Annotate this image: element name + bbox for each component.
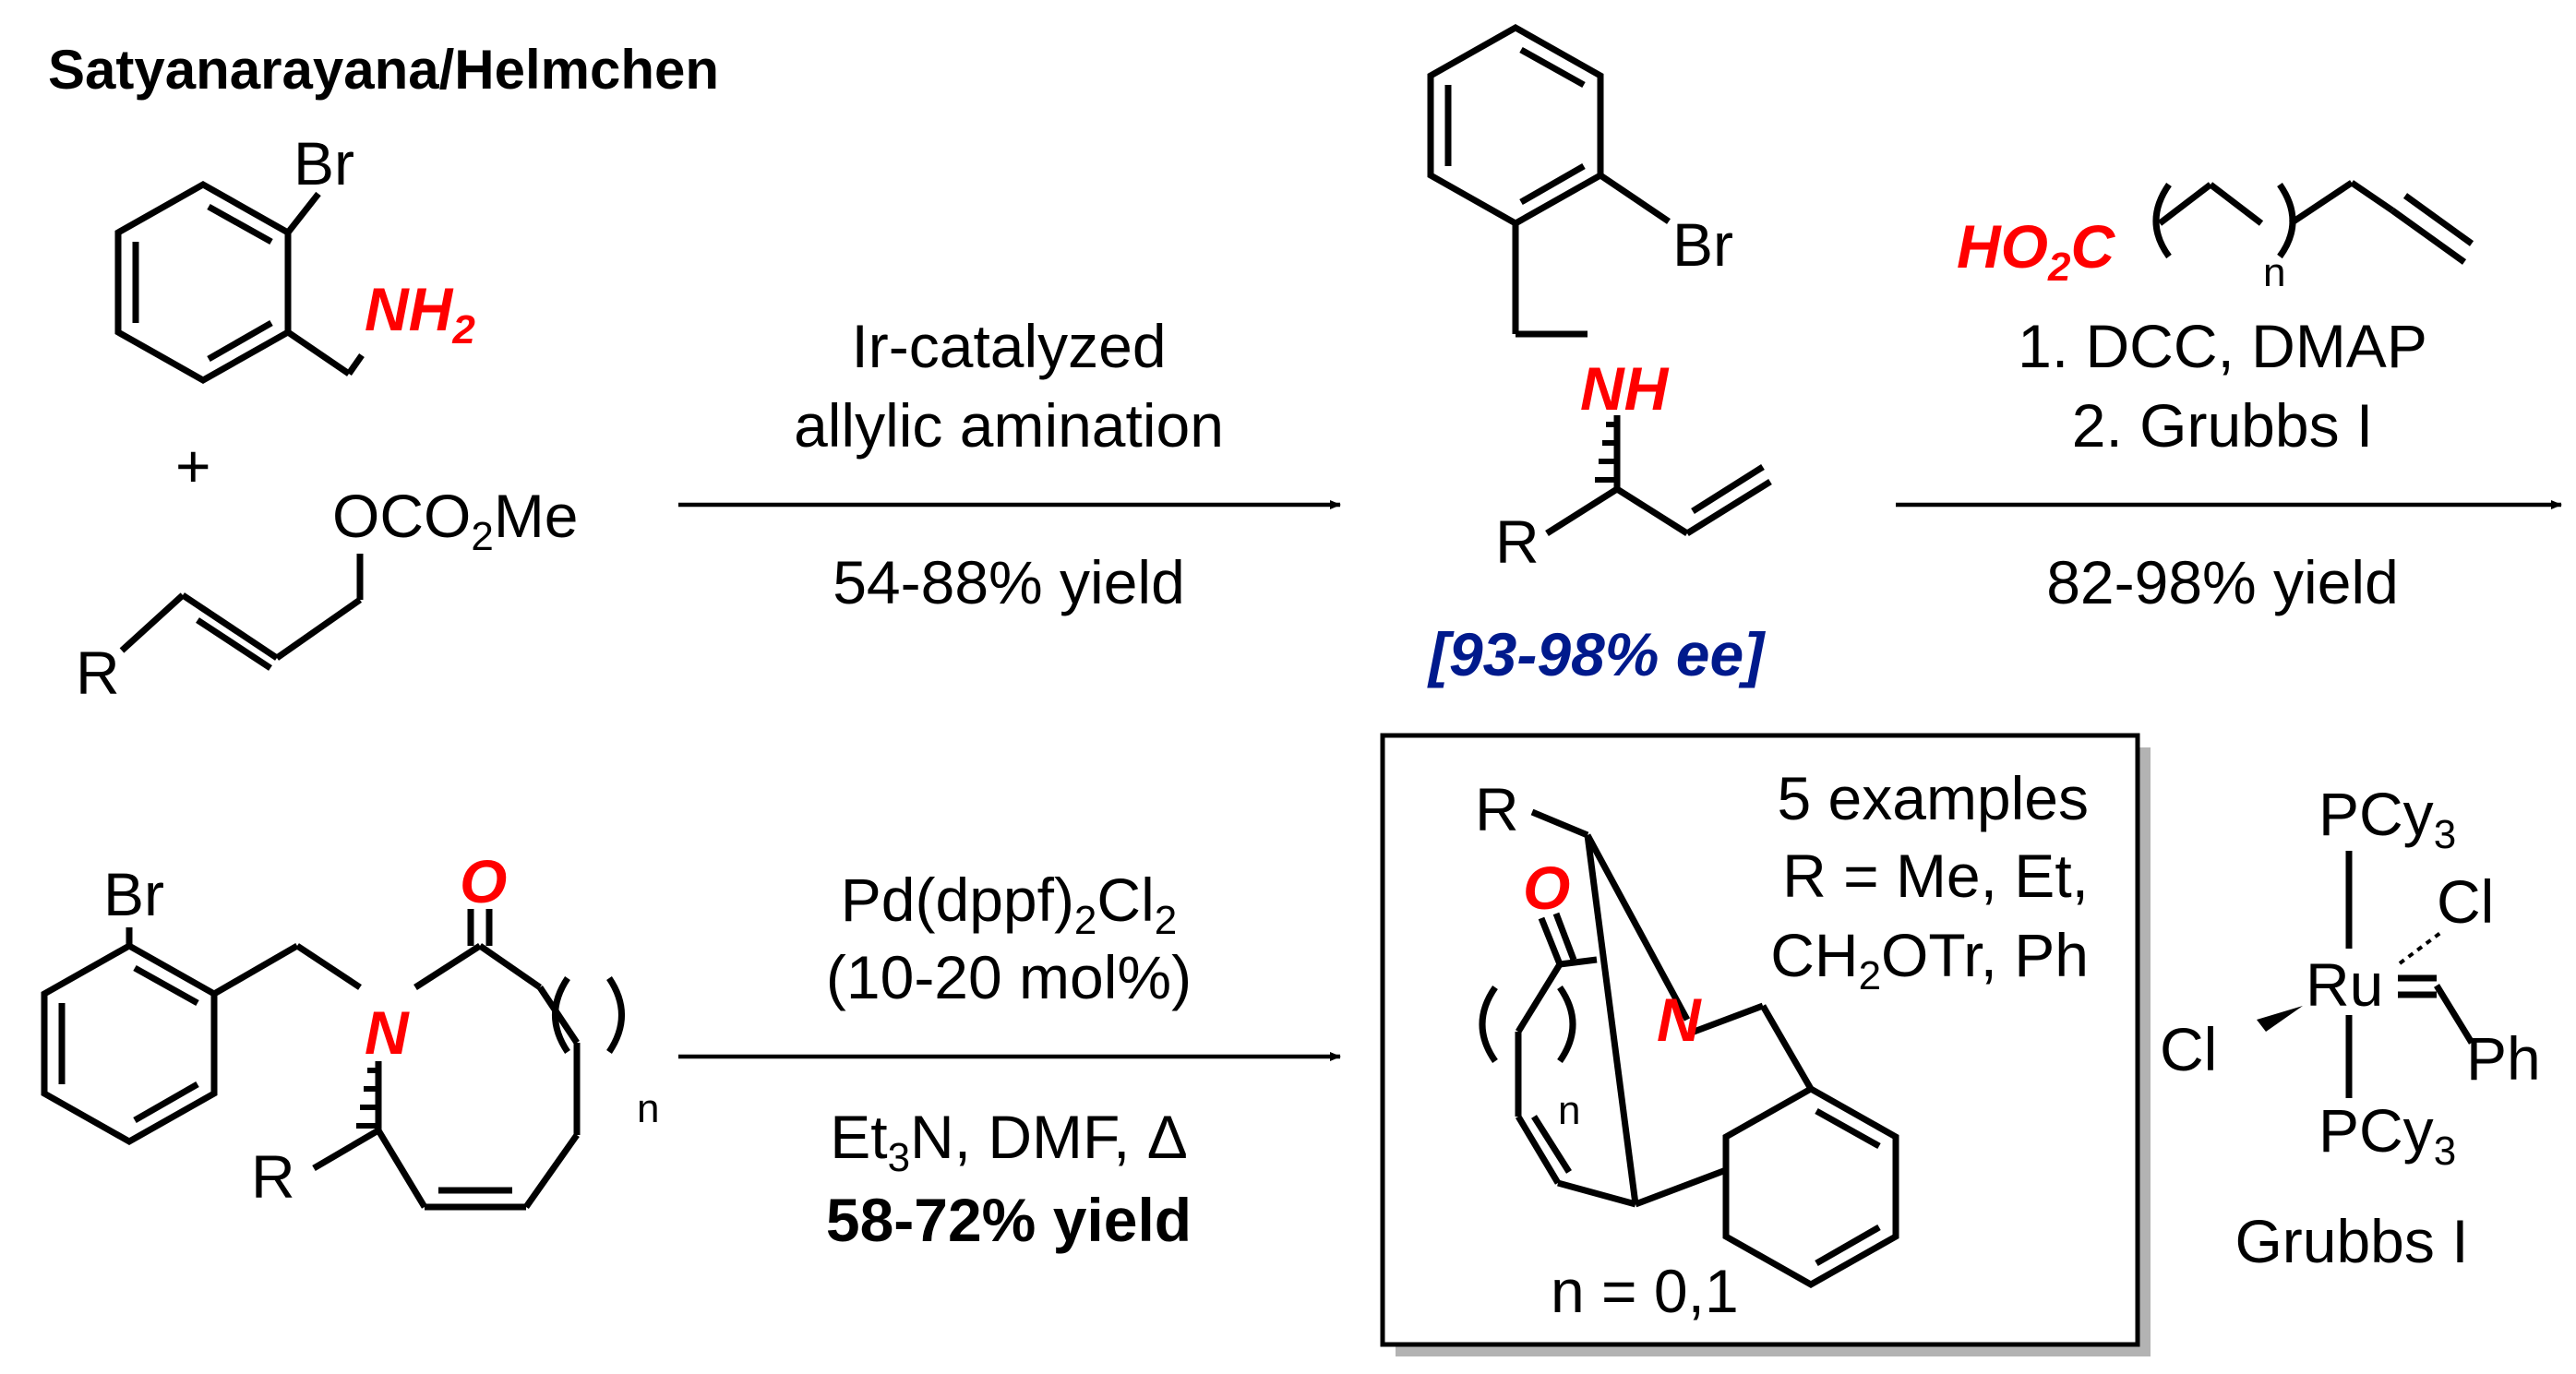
amine-nh2-label: NH2 xyxy=(365,275,475,352)
arrow2-yield: 82-98% yield xyxy=(2046,548,2399,616)
amide-substrate: Br O N R n xyxy=(41,847,659,1211)
product-r-list-line1: R = Me, Et, xyxy=(1782,842,2089,910)
carbonate-oco2me-label: OCO2Me xyxy=(332,482,579,559)
product-o-label: O xyxy=(1523,854,1570,922)
substrate-n-index: n xyxy=(637,1086,659,1131)
arrow3-yield: 58-72% yield xyxy=(826,1186,1192,1254)
reaction-arrow-1: Ir-catalyzed allylic amination 54-88% yi… xyxy=(678,312,1341,616)
catalyst-cl-right: Cl xyxy=(2437,867,2494,936)
product-n-index: n xyxy=(1558,1088,1580,1133)
substrate-n-label: N xyxy=(365,998,410,1067)
grubbs-catalyst: PCy3 Ru Cl Cl Ph PCy3 Grubbs I xyxy=(2160,780,2541,1275)
acid-chain-n-label: n xyxy=(2263,250,2285,295)
arrow1-yield: 54-88% yield xyxy=(833,548,1185,616)
product-n-values: n = 0,1 xyxy=(1551,1257,1739,1325)
arrow1-condition-line2: allylic amination xyxy=(794,391,1224,460)
product-box: R O N n 5 examples R = Me, Et, CH2OTr, P… xyxy=(1380,733,2151,1356)
catalyst-ph: Ph xyxy=(2466,1024,2541,1093)
arrow1-condition-line1: Ir-catalyzed xyxy=(851,312,1166,380)
arrow3-conditions: Et3N, DMF, Δ xyxy=(830,1103,1188,1180)
carbonate-r-label: R xyxy=(76,639,120,707)
scheme-title: Satyanarayana/Helmchen xyxy=(48,39,719,101)
product-n-label: N xyxy=(1657,986,1702,1054)
catalyst-cl-left: Cl xyxy=(2160,1015,2217,1083)
catalyst-pcy3-top: PCy3 xyxy=(2318,780,2456,857)
catalyst-ru: Ru xyxy=(2306,950,2383,1019)
intermediate-amine: Br NH R [93-98% ee] xyxy=(1427,23,1772,688)
product-examples: 5 examples xyxy=(1777,764,2089,832)
amine-reactant: Br NH2 xyxy=(114,129,475,385)
intermediate-br-label: Br xyxy=(1672,210,1733,279)
catalyst-pcy3-bottom: PCy3 xyxy=(2318,1096,2456,1174)
arrow3-catalyst: Pd(dppf)2Cl2 xyxy=(841,866,1177,943)
substrate-r-label: R xyxy=(251,1142,295,1211)
arrow2-step1: 1. DCC, DMAP xyxy=(2018,312,2427,380)
intermediate-nh-label: NH xyxy=(1580,354,1670,423)
plus-sign: + xyxy=(175,432,211,500)
reaction-arrow-2: HO2C n 1. DCC, DMAP 2. Grubbs I 82-98% y… xyxy=(1896,180,2562,616)
carbonate-reactant: R OCO2Me xyxy=(76,482,579,707)
intermediate-r-label: R xyxy=(1495,508,1540,576)
substrate-o-label: O xyxy=(460,847,507,915)
arrow2-step2: 2. Grubbs I xyxy=(2072,391,2374,460)
arrow3-loading: (10-20 mol%) xyxy=(826,943,1192,1011)
acid-reagent-label: HO2C xyxy=(1957,212,2115,290)
product-r-list-line2: CH2OTr, Ph xyxy=(1770,921,2089,998)
substrate-br-label: Br xyxy=(103,860,164,928)
product-r-label: R xyxy=(1475,775,1519,843)
amine-br-label: Br xyxy=(294,129,354,197)
intermediate-ee-label: [93-98% ee] xyxy=(1427,620,1766,688)
reaction-arrow-3: Pd(dppf)2Cl2 (10-20 mol%) Et3N, DMF, Δ 5… xyxy=(678,866,1341,1254)
catalyst-name: Grubbs I xyxy=(2235,1207,2468,1275)
